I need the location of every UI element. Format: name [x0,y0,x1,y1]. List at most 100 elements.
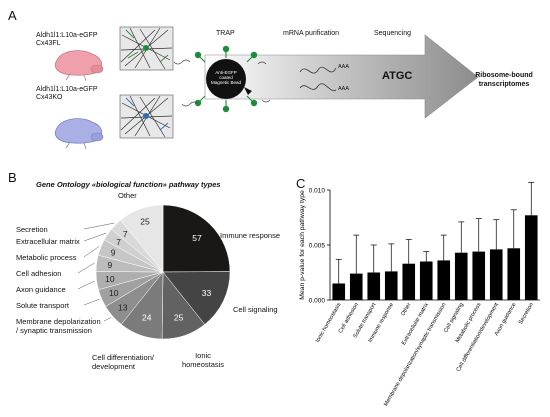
pie-category-label: Cell signaling [233,305,278,314]
pie-title: Gene Ontology «biological function» path… [36,180,221,189]
pie-category-label: Extracellular matrix [16,237,80,246]
pie-slice [120,204,164,273]
pie-value-label: 10 [109,288,119,298]
pie-leader-line [83,232,107,242]
svg-text:Extracellular matrix: Extracellular matrix [16,237,80,246]
brain-fl-icon [54,50,104,82]
pie-leader-line [77,262,95,274]
pie-category-label: Cell differentiation/development [92,353,155,371]
y-tick-label: 0.005 [309,243,326,250]
svg-text:Cell differentiation/: Cell differentiation/ [92,353,155,362]
pie-slice [162,271,231,325]
x-tick-label: Other [400,302,412,317]
pie-category-label: Immune response [220,231,280,240]
pie-value-label: 25 [140,217,150,227]
bar [402,263,416,300]
micrograph-ko [119,94,174,139]
step-trap: TRAP [216,30,235,37]
panel-a-label: A [8,8,17,23]
pie-value-label: 9 [107,260,112,270]
pie-value-label: 7 [123,229,128,239]
bar [384,271,398,300]
bar [332,283,346,300]
pie-category-label: Metabolic process [16,253,77,262]
mouse-fl-genotype: Aldh1l1:L10a-eGFP Cx43FL [36,32,97,48]
svg-text:Metabolic process: Metabolic process [16,253,77,262]
step-sequencing: Sequencing [374,30,411,37]
panel-c-label: C [296,176,306,191]
pie-category-label: Cell adhesion [16,269,61,278]
bar [454,252,468,300]
sequence-text: ATGC [382,70,413,82]
bead-label-1: Anti-EGFP [215,70,237,75]
svg-text:Other: Other [118,191,137,200]
pie-value-label: 25 [174,313,184,323]
workflow-arrow [204,34,479,119]
svg-text:Cell signaling: Cell signaling [233,305,278,314]
pie-leader-line [77,280,95,290]
pie-value-label: 13 [118,302,128,312]
svg-text:homeostasis: homeostasis [182,360,224,369]
pie-value-label: 24 [142,312,152,322]
svg-text:Solute transport: Solute transport [16,301,70,310]
output-label: Ribosome-bound transcriptomes [464,71,544,89]
polya-tail-2: AAA [338,86,350,92]
svg-text:Ionic: Ionic [195,351,211,360]
output-line1: Ribosome-bound [475,72,533,79]
mouse-ko-line1: Aldh1l1:L10a-eGFP [36,86,98,93]
pie-category-label: Axon guidance [16,285,66,294]
x-tick-label: Secretion [518,302,535,325]
pie-leader-line [103,317,112,322]
bar [419,261,433,300]
mouse-ko-genotype: Aldh1l1:L10a-eGFP Cx43KO [36,86,97,102]
svg-text:Secretion: Secretion [16,225,48,234]
mouse-ko-line2: Cx43KO [36,94,63,101]
svg-text:development: development [92,362,136,371]
pie-leader-line [83,222,115,230]
bead-label: Anti-EGFP coated Magnetic Bead [210,70,242,85]
svg-text:Immune response: Immune response [220,231,280,240]
bar [367,272,381,300]
bead-label-2: coated [219,75,233,80]
y-tick-label: 0.010 [309,188,326,195]
pie-slice [162,204,231,273]
x-tick-label: Ionic homeostasis [315,302,343,344]
y-tick-label: 0.000 [309,298,326,305]
svg-text:/ synaptic transmission: / synaptic transmission [16,326,92,335]
svg-text:Axon guidance: Axon guidance [16,285,66,294]
bar [489,249,503,300]
pie-value-label: 57 [192,233,202,243]
pie-category-label: Membrane depolarization/ synaptic transm… [16,317,101,335]
pie-leader-line [83,246,99,258]
brain-ko-icon [54,118,104,150]
polya-tail-1: AAA [338,64,350,70]
bar [472,251,486,300]
bar [524,215,538,300]
pie-category-label: Other [118,191,137,200]
mouse-fl-line1: Aldh1l1:L10a-eGFP [36,32,98,39]
y-axis-label: Mean p-value for each pathway type [299,190,306,300]
workflow-diagram [54,26,479,150]
micrograph-fl [119,26,174,71]
bar [507,248,521,300]
pie-category-label: Solute transport [16,301,70,310]
svg-text:Membrane depolarization: Membrane depolarization [16,317,101,326]
magnetic-bead-icon [173,45,271,113]
bar [349,273,363,300]
step-mrna-purification: mRNA purification [283,30,340,37]
svg-text:Cell adhesion: Cell adhesion [16,269,61,278]
pie-value-label: 9 [111,247,116,257]
pie-leader-line [83,298,100,306]
bar [437,260,451,300]
mouse-fl-line2: Cx43FL [36,40,61,47]
output-line2: transcriptomes [478,81,530,88]
panel-b-label: B [8,170,17,185]
pie-category-label: Secretion [16,225,48,234]
pie-value-label: 7 [116,237,121,247]
bead-label-3: Magnetic Bead [210,80,242,85]
pie-value-label: 33 [202,288,212,298]
mrna-strands-icon [299,66,337,92]
